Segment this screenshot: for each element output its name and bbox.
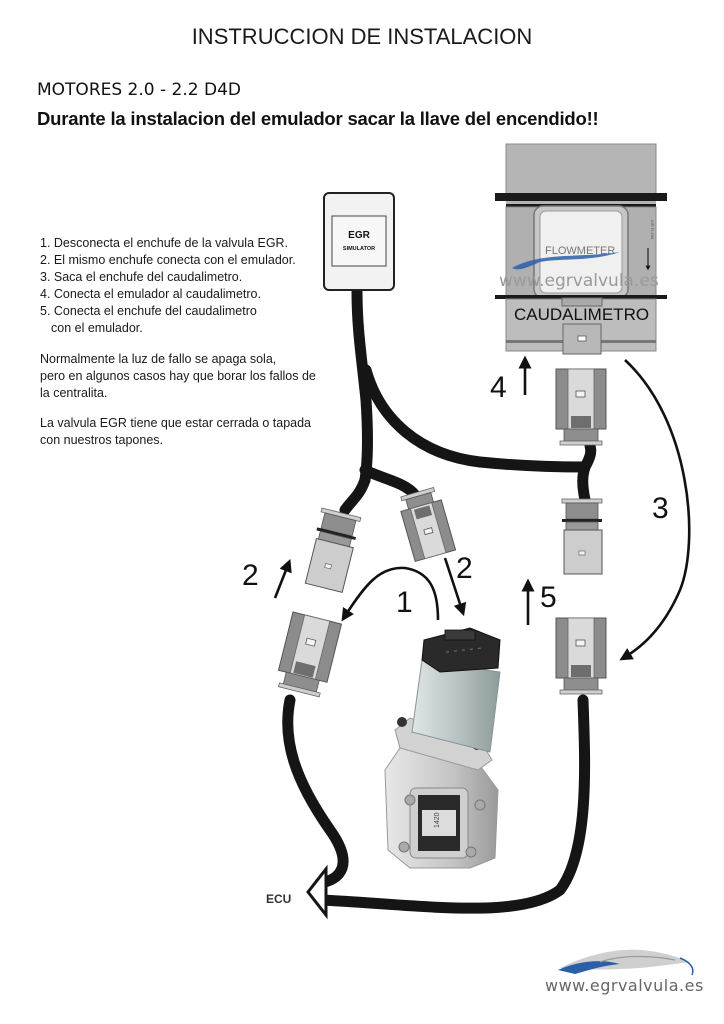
arrow-step-2-down: [443, 557, 467, 617]
step-item: 3. Saca el enchufe del caudalimetro.: [40, 270, 243, 284]
ecu-cable-left: [282, 694, 349, 889]
instruction-arrows: [273, 355, 691, 661]
step-item: 1. Desconecta el enchufe de la valvula E…: [40, 236, 289, 250]
emulator-cable-branch-right: [359, 464, 421, 501]
instruction-steps: 1. Desconecta el enchufe de la valvula E…: [40, 235, 296, 337]
egr-simulator-box: EGR SIMULATOR: [323, 192, 395, 291]
logo-swoosh-icon: [512, 252, 620, 270]
step-item-continued: con el emulador.: [51, 321, 143, 335]
emulator-label-simulator: SIMULATOR: [343, 246, 375, 252]
step-number-3: 3: [652, 492, 669, 525]
footer-logo-car-icon: [558, 949, 694, 976]
emulator-cable-trunk: [351, 286, 373, 486]
step-number-2-left: 2: [242, 559, 259, 592]
note-line: Normalmente la luz de fallo se apaga sol…: [40, 352, 277, 366]
emulator-male-connector-left: [304, 507, 362, 593]
fault-light-note: Normalmente la luz de fallo se apaga sol…: [40, 351, 340, 402]
note-line: la centralita.: [40, 386, 108, 400]
maf-y-down: [577, 461, 591, 506]
ecu-harness-connector-right: [555, 617, 607, 695]
step-item: 4. Conecta el emulador al caudalimetro.: [40, 287, 261, 301]
step-number-2-right: 2: [456, 552, 473, 585]
note-line: con nuestros tapones.: [40, 433, 163, 447]
note-line: pero en algunos casos hay que borar los …: [40, 369, 316, 383]
emulator-label-egr: EGR: [348, 230, 370, 241]
engine-subtitle: MOTORES 2.0 - 2.2 D4D: [37, 80, 241, 100]
step-number-4: 4: [490, 371, 507, 404]
valve-part-number: 1420: [434, 812, 441, 828]
footer-logo-url: www.egrvalvula.es: [545, 976, 704, 995]
note-line: La valvula EGR tiene que estar cerrada o…: [40, 416, 312, 430]
caudalimetro-label: CAUDALIMETRO: [514, 305, 649, 324]
maf-harness-connector-top: [555, 368, 607, 446]
mass-air-flow-sensor: FLOWMETER AIR FLOW www.egrvalvula.es CAU…: [495, 143, 667, 355]
ecu-harness-connector-left: [277, 611, 343, 698]
step-item: 2. El mismo enchufe conecta con el emula…: [40, 253, 296, 267]
step-item: 5. Conecta el enchufe del caudalimetro: [40, 304, 257, 318]
maf-watermark: www.egrvalvula.es: [499, 271, 659, 291]
warning-text: Durante la instalacion del emulador saca…: [37, 108, 599, 129]
air-flow-text: AIR FLOW: [650, 220, 655, 240]
ecu-arrow-icon: [306, 864, 328, 920]
step-number-1: 1: [396, 586, 413, 619]
arrow-step-3: [619, 359, 691, 661]
ecu-arrow: ECU: [266, 864, 328, 920]
page-title: INSTRUCCION DE INSTALACION: [191, 24, 533, 49]
cables: [282, 286, 597, 914]
emulator-cable-branch-left: [339, 474, 371, 516]
arrow-step-1: [341, 566, 440, 622]
arrow-step-2-up: [273, 558, 292, 599]
flowmeter-text: FLOWMETER: [545, 245, 615, 257]
emulator-female-connector-egr: [400, 487, 457, 563]
ecu-cable-right: [316, 694, 591, 914]
egr-valve: 1420: [384, 627, 501, 869]
emulator-cable-to-maf: [360, 364, 591, 473]
egr-valve-note: La valvula EGR tiene que estar cerrada o…: [40, 415, 340, 449]
emulator-male-connector-right: [561, 498, 603, 575]
step-number-5: 5: [540, 581, 557, 614]
ecu-label: ECU: [266, 892, 291, 906]
